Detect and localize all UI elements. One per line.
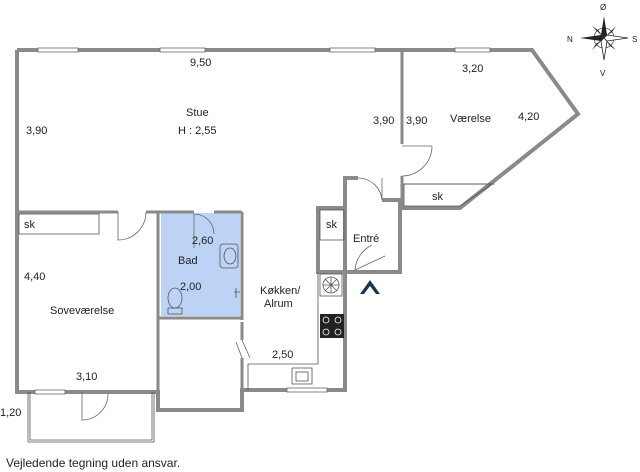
compass-south-label: V [600, 69, 606, 78]
shower-icon [234, 288, 240, 298]
bathroom-floor [161, 213, 240, 316]
kitchen-counter [247, 272, 319, 390]
toilet-icon [167, 287, 183, 309]
stue-dim-right: 3,90 [373, 115, 394, 127]
window [34, 389, 66, 395]
vaerelse-closet [403, 183, 494, 207]
entre-wall [316, 176, 402, 274]
compass-east-label: S [632, 35, 637, 44]
stue-label: Stue [186, 107, 209, 119]
vaerelse-label: Værelse [450, 113, 491, 125]
window [329, 47, 376, 53]
kitchen-sink-basin-icon [295, 371, 309, 382]
sovevaerelse-closet [18, 213, 100, 235]
door-entre [357, 177, 383, 201]
fan-icon [319, 273, 343, 297]
entre-closet [319, 209, 345, 241]
window [159, 47, 206, 53]
outer-wall [15, 48, 581, 412]
koekken-label-line2: Alrum [264, 298, 293, 310]
window [286, 387, 328, 393]
burner-icon [322, 316, 330, 324]
stue-height: H : 2,55 [178, 125, 217, 137]
burner-icon [334, 316, 342, 324]
sovevaerelse-dim-side: 4,40 [24, 271, 45, 283]
window [37, 47, 79, 53]
fan-icon-blades [323, 277, 339, 293]
window [454, 47, 491, 53]
altan-dim: 1,20 [0, 407, 21, 419]
sink-icon [219, 243, 239, 269]
door-front [354, 244, 386, 271]
burner-icon [334, 328, 342, 336]
balcony [27, 392, 155, 443]
bad-dim-bottom: 2,00 [180, 281, 201, 293]
compass-icon [580, 16, 629, 61]
compass-north-label: Ø [600, 3, 606, 12]
door-stue-vaerelse [401, 145, 433, 177]
entrance-arrow-icon [360, 280, 380, 294]
door-storage [235, 339, 251, 359]
sovevaerelse-label: Soveværelse [50, 305, 114, 317]
koekken-label-line1: Køkken/ [260, 285, 301, 297]
kitchen-sink-icon [291, 367, 313, 385]
burner-icon [322, 328, 330, 336]
disclaimer-text: Vejledende tegning uden ansvar. [6, 456, 181, 470]
vaerelse-dim-left: 3,90 [406, 115, 427, 127]
bad-label: Bad [178, 255, 198, 267]
vaerelse-dim-top: 3,20 [462, 63, 483, 75]
door-sovevaerelse [117, 211, 147, 241]
sink-basin-icon [223, 247, 237, 265]
compass-west-label: N [567, 35, 573, 44]
door-balcony [81, 392, 109, 421]
sovevaerelse-closet-label: sk [24, 219, 36, 231]
stue-dim-left: 3,90 [26, 125, 47, 137]
stue-dim-top: 9,50 [190, 57, 211, 69]
vaerelse-closet-label: sk [432, 191, 444, 203]
vaerelse-dim-right: 4,20 [518, 111, 539, 123]
koekken-dim: 2,50 [272, 349, 293, 361]
entre-label: Entré [353, 233, 379, 245]
sovevaerelse-dim-bottom: 3,10 [76, 371, 97, 383]
door-bad [193, 213, 215, 248]
entre-closet-label: sk [326, 219, 338, 231]
bad-dim-top: 2,60 [192, 235, 213, 247]
